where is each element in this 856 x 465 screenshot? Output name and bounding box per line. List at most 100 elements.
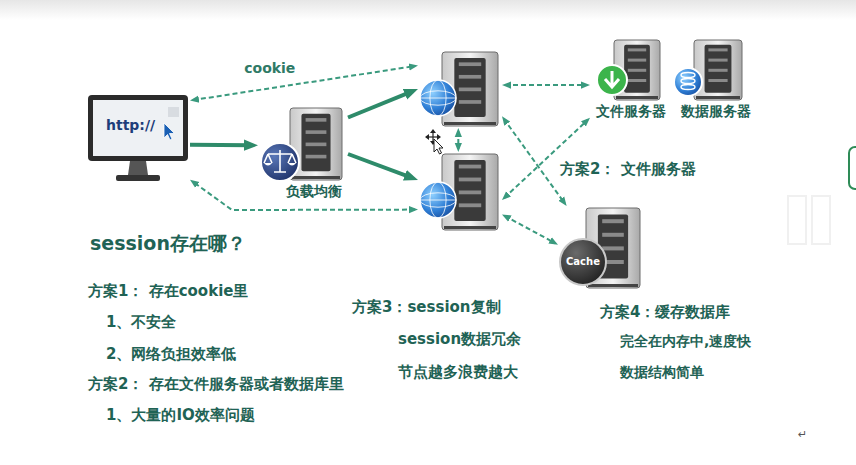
server-slot	[628, 69, 646, 72]
server-slot	[708, 79, 727, 82]
note-text: 方案1： 存在cookie里	[88, 282, 248, 300]
server-panel	[454, 160, 485, 221]
database-disk	[681, 73, 695, 78]
globe-line	[420, 98, 456, 99]
note-text: 1、不安全	[106, 313, 176, 331]
server-slot	[708, 48, 727, 51]
request-arrow	[190, 143, 251, 148]
server-slot	[628, 59, 646, 62]
dashed-connector	[504, 120, 588, 198]
server-base	[588, 284, 638, 287]
database-disk	[681, 79, 695, 84]
cursor-line	[432, 131, 433, 143]
note-text: 完全在内存中,速度快	[620, 333, 751, 350]
request-arrow	[348, 154, 411, 178]
cache-server: Cache	[558, 206, 644, 292]
note-text: session数据冗余	[398, 330, 521, 348]
globe-line	[420, 193, 456, 207]
server-slot	[459, 75, 481, 79]
faint-mark	[812, 196, 830, 244]
node-label: http://	[106, 117, 155, 134]
download-arrow	[605, 71, 619, 87]
node-label: Cache	[566, 256, 600, 268]
cursor-pointer	[434, 139, 443, 154]
download-icon	[597, 65, 627, 95]
edge-label: cookie	[242, 60, 297, 77]
screen-block	[168, 107, 179, 117]
heading: session存在哪？	[90, 232, 246, 255]
web-server	[418, 50, 502, 128]
server-base	[616, 96, 658, 99]
node-label: 数据服务器	[681, 103, 751, 120]
move-cursor	[425, 129, 443, 154]
top-band	[0, 0, 856, 20]
balance-pan	[264, 163, 296, 166]
note-text: 方案4：缓存数据库	[600, 303, 730, 321]
globe-line	[420, 200, 456, 201]
server-illustration	[558, 206, 644, 292]
monitor-base	[116, 175, 160, 181]
server-slot	[459, 100, 481, 104]
server-slot	[459, 165, 481, 169]
server-base	[444, 226, 496, 229]
balance-symbol	[264, 150, 296, 172]
note-text: 节点越多浪费越大	[398, 363, 518, 381]
browser-monitor: http://	[88, 95, 190, 187]
cursor-arrows	[425, 129, 441, 145]
server-illustration	[88, 95, 190, 187]
monitor-stand	[128, 161, 148, 175]
server-base	[696, 96, 740, 99]
server-panel	[301, 114, 330, 172]
node-label: 文件服务器	[596, 103, 666, 120]
note-text: 方案2： 存在文件服务器或者数据库里	[88, 375, 344, 393]
cache-badge	[560, 239, 606, 285]
dashed-connector	[505, 84, 587, 86]
globe-icon	[420, 80, 456, 116]
note-text: 2、网络负担效率低	[106, 345, 236, 363]
request-arrow	[348, 92, 412, 118]
note-text: 方案3：session复制	[352, 298, 501, 316]
dashed-connector	[192, 181, 415, 210]
server-slot	[459, 178, 481, 182]
server-slot	[628, 79, 646, 82]
server-slot	[306, 118, 327, 122]
dashed-connector	[505, 216, 556, 243]
server-slot	[628, 48, 646, 51]
server-panel	[454, 58, 485, 117]
server-illustration	[418, 50, 502, 128]
server-base	[444, 122, 496, 125]
server-slot	[708, 69, 727, 72]
server-panel	[624, 45, 650, 93]
server-base	[292, 176, 340, 179]
return-mark: ↵	[798, 428, 807, 441]
server-slot	[306, 143, 327, 147]
globe-line	[420, 91, 456, 105]
database-icon	[674, 68, 702, 96]
web-server	[418, 152, 502, 232]
balance-icon	[261, 143, 299, 181]
load-balancer: 负载均衡	[258, 106, 348, 202]
dashed-connector	[457, 131, 459, 149]
server-slot	[459, 62, 481, 66]
dashed-connector	[193, 66, 415, 100]
server-slot	[459, 190, 481, 194]
side-tab	[849, 147, 856, 189]
server-panel	[705, 45, 732, 93]
server-body	[694, 40, 742, 100]
data-server: 数据服务器	[674, 38, 758, 122]
server-slot	[306, 155, 327, 159]
globe-icon	[420, 182, 456, 218]
server-slot	[602, 233, 624, 237]
faint-mark	[788, 196, 806, 244]
server-slot	[708, 59, 727, 62]
mouse-cursor	[164, 123, 175, 140]
note-text: 1、大量的IO效率问题	[106, 406, 255, 424]
server-slot	[602, 219, 624, 223]
note-text: 数据结构简单	[620, 364, 704, 381]
database-disk	[681, 85, 695, 90]
node-label: 负载均衡	[286, 183, 342, 200]
server-slot	[602, 246, 624, 250]
server-slot	[459, 88, 481, 92]
file-server: 文件服务器	[590, 38, 672, 122]
